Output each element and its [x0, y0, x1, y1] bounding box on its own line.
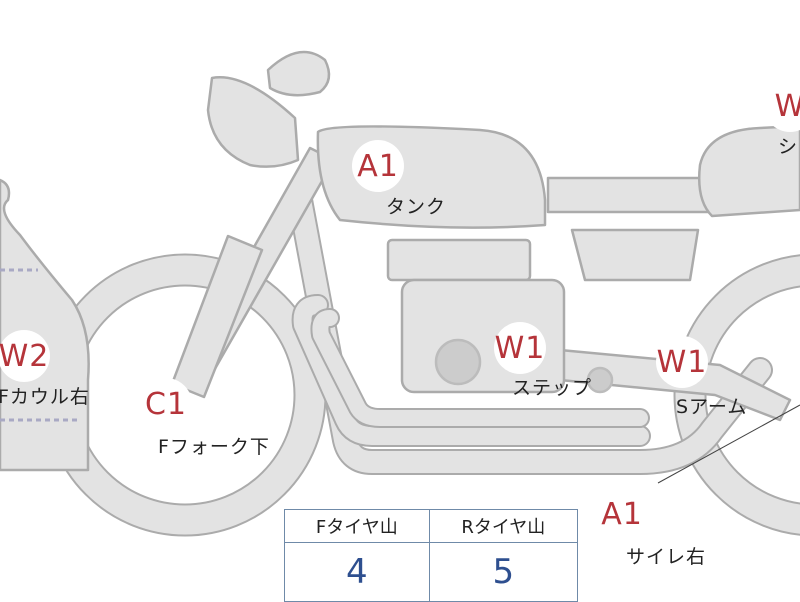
- marker-f-cowl-right[interactable]: W2: [0, 330, 50, 382]
- front-tire-value[interactable]: 4: [284, 542, 430, 602]
- label-swing-arm: Sアーム: [676, 396, 748, 418]
- marker-code: C1: [144, 386, 188, 422]
- engine-top: [386, 238, 532, 282]
- engine-cover: [434, 338, 482, 386]
- label-f-fork-lower: Fフォーク下: [158, 436, 270, 458]
- label-f-cowl-right: Fカウル右: [0, 386, 90, 408]
- marker-f-fork-lower[interactable]: C1: [140, 378, 192, 430]
- marker-code: A1: [601, 496, 643, 532]
- rear-tire-value[interactable]: 5: [428, 542, 579, 602]
- label-muffler-right: サイレ右: [626, 546, 707, 568]
- label-seat: シ: [778, 136, 799, 158]
- label-step: ステップ: [512, 377, 593, 399]
- marker-code: W1: [494, 330, 546, 366]
- marker-step[interactable]: W1: [494, 322, 546, 374]
- rear-frame: [546, 176, 722, 214]
- marker-code: W2: [0, 338, 50, 374]
- marker-swing-arm[interactable]: W1: [656, 336, 708, 388]
- marker-seat[interactable]: W: [764, 80, 800, 132]
- marker-code: A1: [357, 148, 399, 184]
- front-tire-header: Fタイヤ山: [284, 509, 430, 543]
- rear-tire-header: Rタイヤ山: [428, 509, 579, 543]
- tire-tread-table: Fタイヤ山 Rタイヤ山 4 5: [284, 509, 579, 602]
- label-tank: タンク: [386, 196, 447, 218]
- handlebar-headlight: [206, 76, 300, 168]
- marker-code: W: [774, 88, 800, 124]
- marker-code: W1: [656, 344, 708, 380]
- front-cowl: [0, 178, 90, 472]
- marker-muffler-right[interactable]: A1: [596, 488, 648, 540]
- marker-tank[interactable]: A1: [352, 140, 404, 192]
